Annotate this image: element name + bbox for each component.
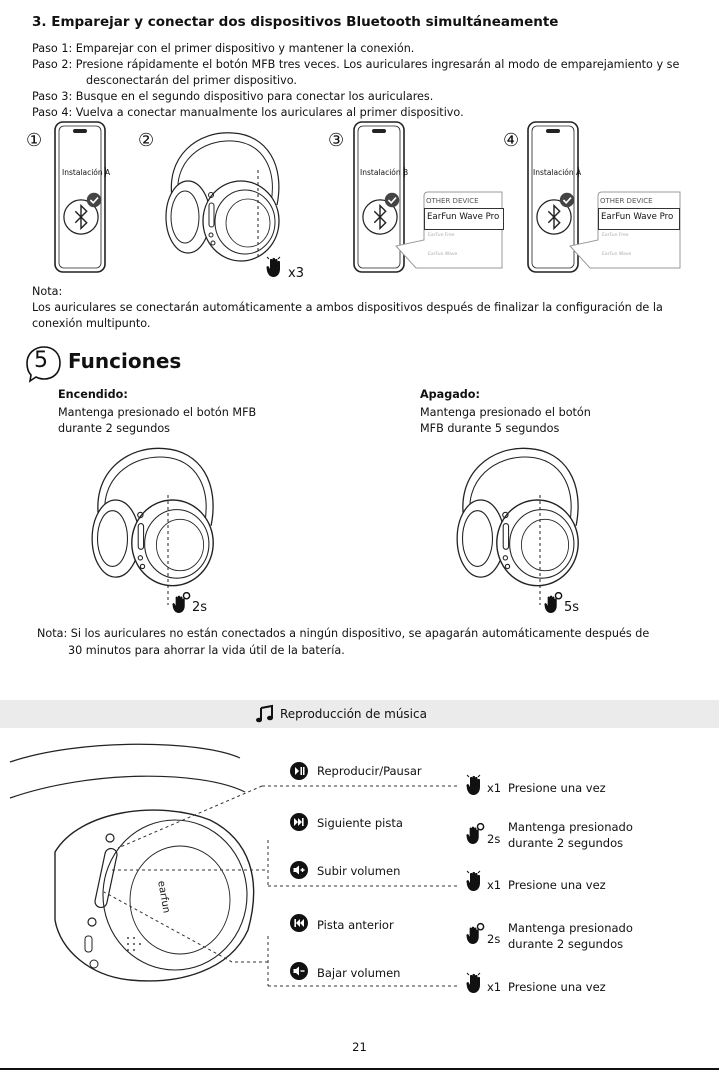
figure-number-1: ① — [26, 130, 43, 151]
device-faded-1: EarFun Free — [602, 233, 629, 238]
gesture-action-1: Mantenga presionado — [508, 820, 633, 834]
device-name: EarFun Wave Pro — [427, 212, 500, 222]
function-label: Pista anterior — [317, 918, 394, 932]
phone-3-label: Instalación B — [360, 168, 409, 177]
step-4: Paso 4: Vuelva a conectar manualmente lo… — [32, 106, 464, 119]
phone-4-label: Instalación A — [533, 168, 582, 177]
gesture-action-2: durante 2 segundos — [508, 937, 624, 951]
function-pointer-lines — [0, 740, 470, 1000]
timer-hand-icon — [466, 822, 486, 846]
section-3-title: 3. Emparejar y conectar dos dispositivos… — [32, 14, 559, 30]
power-off-title: Apagado: — [420, 388, 480, 401]
timer-hand-icon — [466, 922, 486, 946]
device-list-item-selected[interactable] — [424, 208, 504, 230]
headphones-illustration-power-off — [420, 440, 610, 590]
device-faded-1: EarFun Free — [428, 233, 455, 238]
gesture-count: x1 — [487, 980, 502, 994]
phone-1-label: Instalación A — [62, 168, 111, 177]
previous-track-icon — [290, 914, 308, 932]
function-label: Reproducir/Pausar — [317, 764, 422, 778]
functions-note-line-2: 30 minutos para ahorrar la vida útil de … — [68, 644, 345, 657]
device-faded-2: EarFun Wave — [602, 252, 632, 257]
check-icon — [86, 192, 102, 208]
headphones-illustration-power-on — [55, 440, 245, 590]
volume-up-icon — [290, 861, 308, 879]
gesture-duration: 2s — [487, 832, 501, 846]
step-1: Paso 1: Emparejar con el primer disposit… — [32, 42, 415, 55]
gesture-count: x1 — [487, 878, 502, 892]
gesture-action: Presione una vez — [508, 781, 606, 795]
press-count: x3 — [288, 266, 304, 281]
gesture-action: Presione una vez — [508, 878, 606, 892]
timer-hand-icon — [544, 592, 564, 614]
device-list-item-selected[interactable] — [598, 208, 680, 230]
power-on-time: 2s — [192, 600, 208, 615]
function-label: Subir volumen — [317, 864, 401, 878]
mfb-pointer-line — [256, 170, 260, 260]
note-label: Nota: — [32, 285, 63, 298]
section-5-title: Funciones — [68, 349, 182, 373]
next-track-icon — [290, 813, 308, 831]
mfb-pointer-line — [538, 495, 542, 605]
note-line-2: conexión multipunto. — [32, 317, 151, 330]
power-on-title: Encendido: — [58, 388, 128, 401]
figure-number-3: ③ — [328, 130, 345, 151]
device-faded-2: EarFun Wave — [428, 252, 458, 257]
power-off-desc-2: MFB durante 5 segundos — [420, 422, 560, 435]
section-5-number-badge — [24, 344, 64, 384]
headphones-illustration-pairing — [150, 125, 290, 265]
tap-hand-icon — [466, 774, 486, 796]
figure-number-2: ② — [138, 130, 155, 151]
music-note-icon — [256, 704, 273, 723]
step-3: Paso 3: Busque en el segundo dispositivo… — [32, 90, 434, 103]
volume-down-icon — [290, 962, 308, 980]
power-off-time: 5s — [564, 600, 580, 615]
note-line-1: Los auriculares se conectarán automática… — [32, 301, 663, 314]
tap-hand-icon — [466, 870, 486, 892]
music-section-header-bar — [0, 700, 719, 728]
timer-hand-icon — [172, 592, 192, 614]
pairing-steps: Paso 1: Emparejar con el primer disposit… — [32, 41, 679, 121]
gesture-action: Presione una vez — [508, 980, 606, 994]
power-off-desc-1: Mantenga presionado el botón — [420, 406, 591, 419]
gesture-count: x1 — [487, 781, 502, 795]
page-number: 21 — [352, 1040, 367, 1054]
page-bottom-rule — [0, 1068, 719, 1070]
gesture-action-2: durante 2 segundos — [508, 836, 624, 850]
section-5-number: 5 — [34, 348, 48, 373]
gesture-action-1: Mantenga presionado — [508, 921, 633, 935]
power-on-desc-1: Mantenga presionado el botón MFB — [58, 406, 257, 419]
device-name: EarFun Wave Pro — [601, 212, 674, 222]
figure-number-4: ④ — [503, 130, 520, 151]
functions-note-line-1: Nota: Si los auriculares no están conect… — [37, 627, 650, 640]
other-device-header: OTHER DEVICE — [426, 197, 479, 205]
other-device-header: OTHER DEVICE — [600, 197, 653, 205]
headphone-side-illustration — [0, 740, 270, 1010]
gesture-duration: 2s — [487, 932, 501, 946]
tap-hand-icon — [466, 972, 486, 994]
step-2: Paso 2: Presione rápidamente el botón MF… — [32, 58, 680, 71]
power-on-desc-2: durante 2 segundos — [58, 422, 171, 435]
step-2-cont: desconectarán del primer dispositivo. — [86, 74, 297, 87]
function-label: Siguiente pista — [317, 816, 403, 830]
function-label: Bajar volumen — [317, 966, 401, 980]
tap-hand-icon — [266, 256, 286, 278]
music-section-title: Reproducción de música — [280, 707, 427, 721]
mfb-pointer-line — [166, 495, 170, 605]
play-pause-icon — [290, 762, 308, 780]
